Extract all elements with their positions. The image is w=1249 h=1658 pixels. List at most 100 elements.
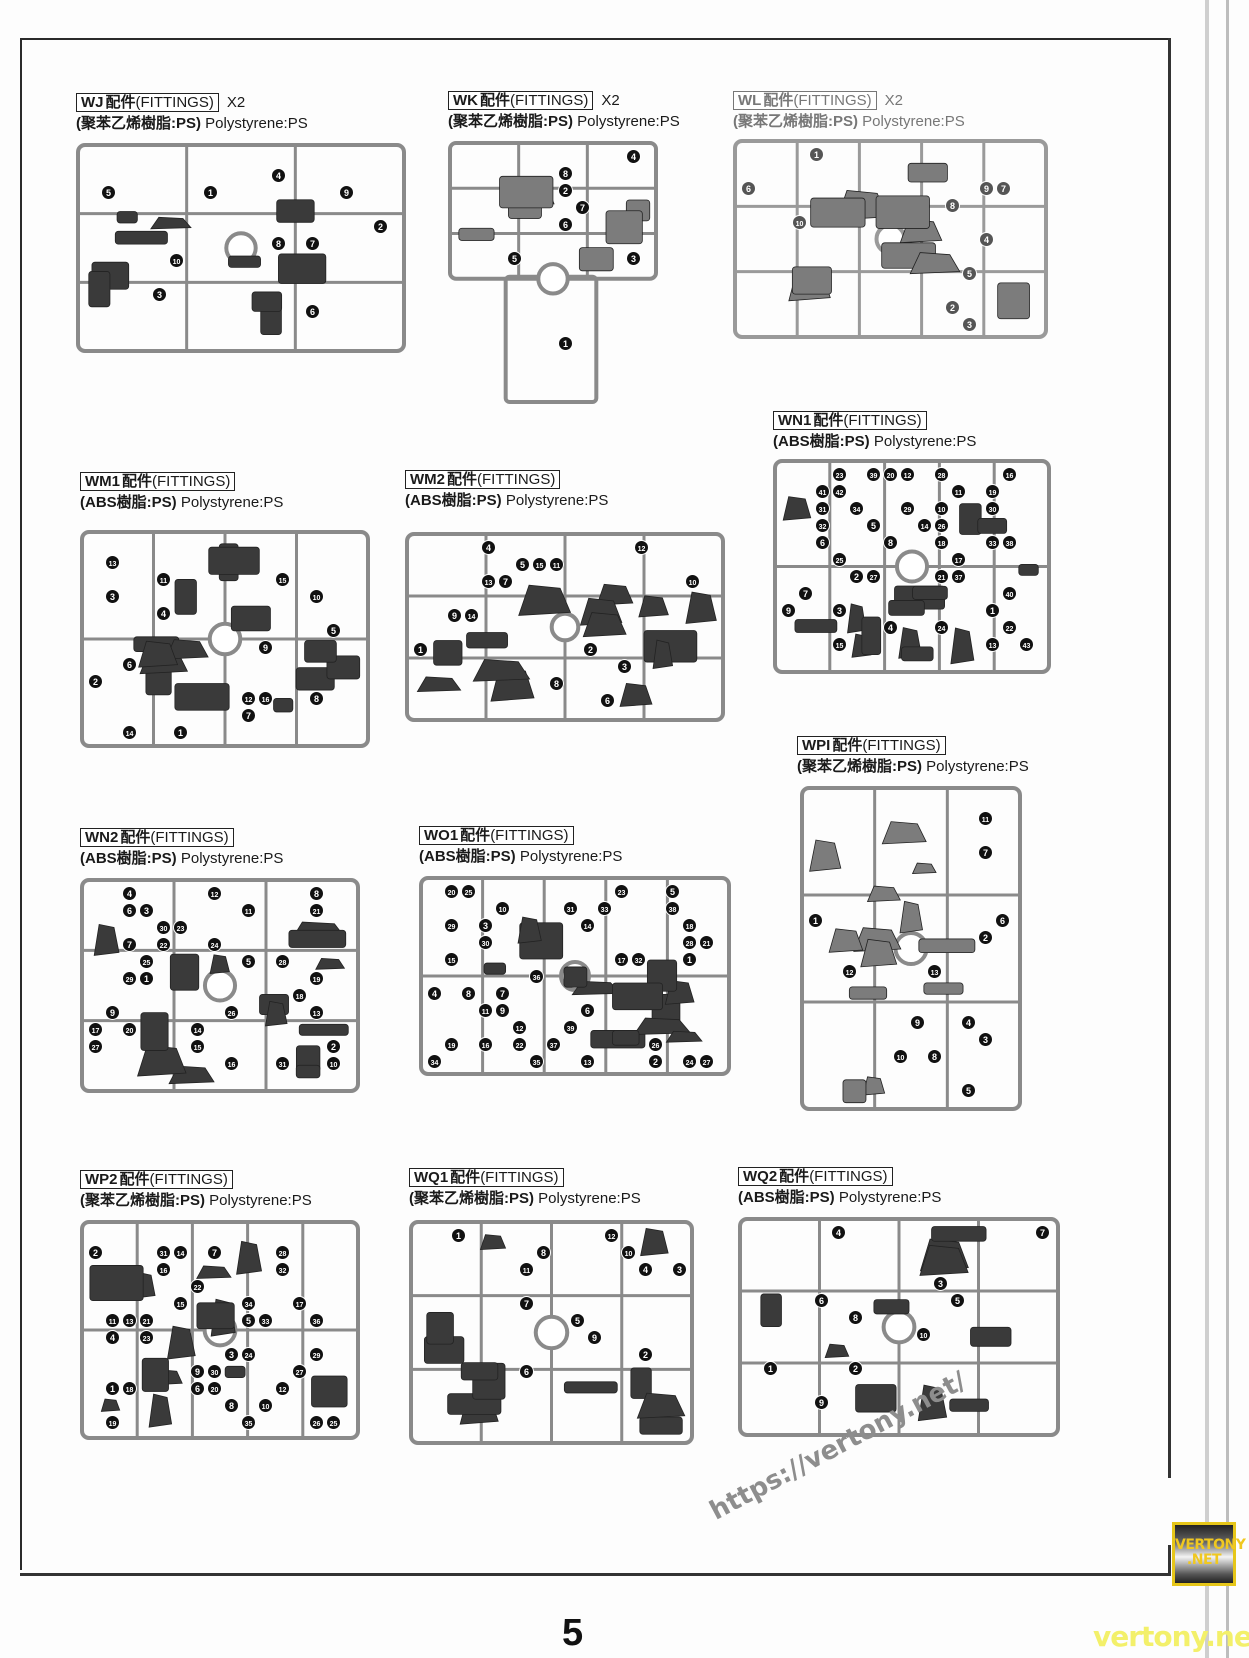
part-number: 15 xyxy=(177,1302,185,1309)
part-number-badge: 14 xyxy=(122,725,137,740)
plastic-part xyxy=(169,953,200,991)
badge-circle xyxy=(241,954,256,969)
part-number: 5 xyxy=(967,269,972,279)
part-number-badge: 10 xyxy=(916,1327,931,1342)
part-number: 18 xyxy=(938,541,946,548)
badge-circle xyxy=(950,1293,965,1308)
part-number-badge: 20 xyxy=(207,1381,222,1396)
footer-watermark: vertony.net xyxy=(1093,1620,1249,1653)
badge-circle xyxy=(519,1364,534,1379)
part-number: 23 xyxy=(177,926,185,933)
part-number: 4 xyxy=(276,171,281,181)
part-number-badge: 1 xyxy=(763,1361,778,1376)
badge-circle xyxy=(326,1056,341,1071)
material-en: Polystyrene:PS xyxy=(926,758,1029,775)
badge-circle xyxy=(309,589,324,604)
part-number-badge: 2 xyxy=(373,219,388,234)
part-number: 14 xyxy=(194,1028,202,1035)
part-number: 17 xyxy=(618,958,626,965)
part-number: 19 xyxy=(989,490,997,497)
badge-circle xyxy=(848,1361,863,1376)
part-number: 14 xyxy=(921,524,929,531)
part-number-badge: 31 xyxy=(156,1245,171,1260)
badge-circle xyxy=(910,1015,925,1030)
badge-circle xyxy=(498,574,513,589)
badge-circle xyxy=(190,1039,205,1054)
plastic-part xyxy=(209,954,230,975)
badge-circle xyxy=(444,884,459,899)
badge-circle xyxy=(945,300,960,315)
part-number: 2 xyxy=(653,1057,658,1067)
part-number: 29 xyxy=(448,924,456,931)
plastic-part xyxy=(563,966,588,988)
part-number: 27 xyxy=(92,1045,100,1052)
part-number-badge: 18 xyxy=(934,535,949,550)
part-number-badge: 21 xyxy=(699,935,714,950)
plastic-part xyxy=(466,632,508,649)
part-number-badge: 21 xyxy=(934,569,949,584)
part-number: 12 xyxy=(638,546,646,553)
part-number-badge: 22 xyxy=(190,1279,205,1294)
badge-circle xyxy=(580,1003,595,1018)
badge-circle xyxy=(275,572,290,587)
plastic-part xyxy=(636,1392,686,1419)
badge-circle xyxy=(546,1037,561,1052)
badge-circle xyxy=(951,484,966,499)
badge-circle xyxy=(241,1347,256,1362)
badge-circle xyxy=(105,1313,120,1328)
sprue-parts xyxy=(89,1240,348,1428)
part-number: 24 xyxy=(211,943,219,950)
sprue-quantity: X2 xyxy=(601,92,620,109)
badge-circle xyxy=(763,1361,778,1376)
plastic-part xyxy=(315,957,346,970)
part-number-badge: 10 xyxy=(685,574,700,589)
badge-circle xyxy=(583,642,598,657)
part-number-badge: 18 xyxy=(682,918,697,933)
badge-circle xyxy=(600,693,615,708)
part-number-badge: 13 xyxy=(580,1054,595,1069)
badge-circle xyxy=(258,1398,273,1413)
part-number-badge: 5 xyxy=(962,266,977,281)
badge-circle xyxy=(934,535,949,550)
part-number-badge: 10 xyxy=(621,1245,636,1260)
part-number: 1 xyxy=(687,955,692,965)
part-number-badge: 7 xyxy=(978,845,993,860)
plastic-part xyxy=(911,862,937,874)
sprue-label-cn: 配件 xyxy=(105,94,136,111)
part-number-badge: 39 xyxy=(563,1020,578,1035)
material-line: (ABS樹脂:PS) Polystyrene:PS xyxy=(738,1188,941,1208)
part-number: 34 xyxy=(431,1060,439,1067)
part-number: 14 xyxy=(584,924,592,931)
part-number-badge: 28 xyxy=(275,954,290,969)
part-number: 12 xyxy=(516,1026,524,1033)
part-number: 1 xyxy=(144,974,149,984)
part-number-badge: 14 xyxy=(464,608,479,623)
plastic-part xyxy=(824,1343,850,1359)
part-number-badge: 35 xyxy=(241,1415,256,1430)
plastic-part xyxy=(639,1416,683,1435)
part-number-badge: 37 xyxy=(951,569,966,584)
part-number: 4 xyxy=(127,889,132,899)
badge-circle xyxy=(292,988,307,1003)
plastic-part xyxy=(861,616,882,656)
part-number-badge: 25 xyxy=(326,1415,341,1430)
part-number-badge: 19 xyxy=(309,971,324,986)
part-number: 6 xyxy=(127,660,132,670)
part-number-badge: 19 xyxy=(105,1415,120,1430)
plastic-part xyxy=(224,1365,246,1379)
part-number: 15 xyxy=(836,643,844,650)
part-number-badge: 4 xyxy=(638,1262,653,1277)
plastic-part xyxy=(251,291,283,312)
part-number: 10 xyxy=(262,1404,270,1411)
badge-circle xyxy=(985,484,1000,499)
part-number: 1 xyxy=(563,339,568,349)
part-number: 5 xyxy=(670,887,675,897)
part-number: 33 xyxy=(262,1319,270,1326)
part-number-badge: 27 xyxy=(88,1039,103,1054)
part-number: 9 xyxy=(110,1008,115,1018)
